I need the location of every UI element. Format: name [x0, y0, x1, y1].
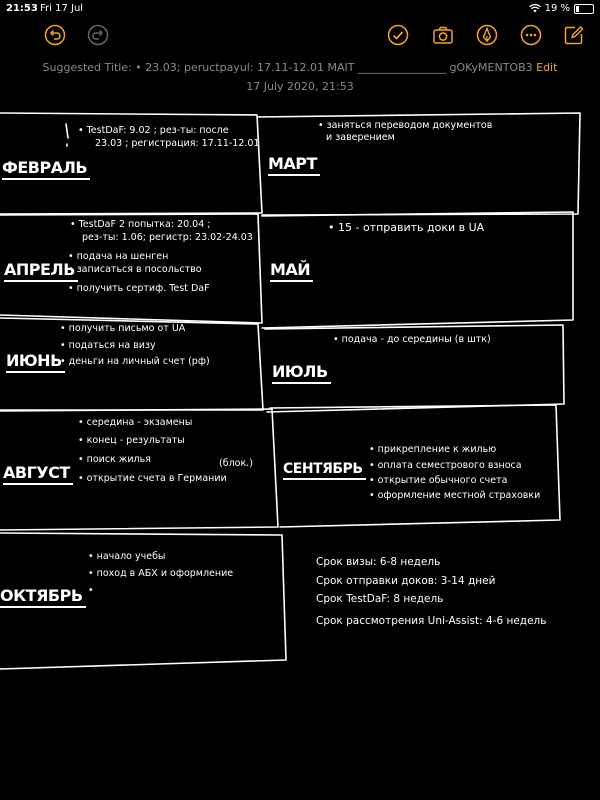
- month-june: ИЮНЬ: [6, 351, 65, 373]
- apr-line-1: • TestDaF 2 попытка: 20.04 ;: [70, 219, 211, 230]
- mar-line-2: и заверением: [326, 132, 395, 143]
- more-icon[interactable]: [520, 24, 542, 46]
- box-aug: [0, 408, 279, 531]
- note-docs-term: Срок отправки доков: 3-14 дней: [316, 575, 496, 587]
- month-september: СЕНТЯБРЬ: [283, 461, 365, 480]
- pen-icon[interactable]: [476, 24, 498, 46]
- wifi-icon: [528, 4, 541, 13]
- box-apr: [0, 213, 263, 324]
- sep-line-1: • прикрепление к жилью: [369, 444, 497, 455]
- apr-line-3: • подача на шенген: [68, 251, 169, 262]
- aug-line-5: • открытие счета в Германии: [78, 473, 227, 484]
- status-time: 21:53: [6, 3, 38, 14]
- camera-icon[interactable]: [432, 24, 454, 46]
- sep-line-3: • открытие обычного счета: [369, 475, 508, 486]
- month-april: АПРЕЛЬ: [4, 260, 78, 282]
- jun-line-3: • деньги на личный счет (рф): [60, 356, 210, 367]
- suggested-title-text: Suggested Title: • 23.03; peructpayul: 1…: [42, 61, 533, 74]
- sep-line-2: • оплата семестрового взноса: [369, 460, 522, 471]
- status-right: 19 %: [528, 3, 594, 14]
- note-visa-term: Срок визы: 6-8 недель: [316, 556, 441, 568]
- aug-line-4: (блок.): [219, 458, 253, 469]
- note-date: 17 July 2020, 21:53: [246, 80, 354, 93]
- month-october: ОКТЯБРЬ: [0, 586, 86, 608]
- redo-icon[interactable]: [87, 24, 109, 46]
- status-bar: 21:53 Fri 17 Jul 19 %: [0, 0, 600, 18]
- box-feb: [0, 112, 263, 215]
- oct-line-3: •: [88, 585, 94, 596]
- may-line-1: • 15 - отправить доки в UA: [328, 221, 485, 234]
- battery-percent: 19 %: [544, 3, 570, 14]
- jun-line-1: • получить письмо от UA: [60, 323, 186, 334]
- jun-line-2: • податься на визу: [60, 340, 156, 351]
- sep-line-4: • оформление местной страховки: [369, 490, 541, 501]
- checklist-icon[interactable]: [387, 24, 409, 46]
- battery-fill: [576, 5, 579, 12]
- box-jul: [264, 324, 565, 413]
- compose-icon[interactable]: [563, 24, 585, 46]
- aug-line-2: • конец - результаты: [78, 435, 185, 446]
- month-march: МАРТ: [268, 154, 320, 176]
- mar-line-1: • заняться переводом документов: [318, 120, 493, 131]
- oct-line-2: • поход в АБХ и оформление: [88, 568, 234, 579]
- month-august: АВГУСТ: [3, 463, 73, 485]
- month-february: ФЕВРАЛЬ: [2, 158, 91, 180]
- note-testdaf-term: Срок TestDaF: 8 недель: [316, 593, 444, 605]
- status-date: Fri 17 Jul: [40, 3, 84, 14]
- feb-exclaim: [65, 123, 69, 147]
- month-may: МАЙ: [270, 260, 314, 282]
- month-july: ИЮЛЬ: [272, 362, 331, 384]
- jul-line-1: • подача - до середины (в штк): [333, 334, 491, 345]
- box-oct: [0, 532, 287, 670]
- undo-icon[interactable]: [44, 24, 66, 46]
- battery-icon: [574, 3, 594, 14]
- apr-line-2: рез-ты: 1.06; регистр: 23.02-24.03: [82, 232, 253, 243]
- note-uniassist-term: Срок рассмотрения Uni-Assist: 4-6 недель: [316, 615, 547, 627]
- box-sep: [269, 404, 561, 528]
- aug-line-3: • поиск жилья: [78, 454, 151, 465]
- feb-line-1: • TestDaF: 9.02 ; рез-ты: после: [78, 125, 229, 136]
- aug-line-1: • середина - экзамены: [78, 417, 193, 428]
- apr-line-4: • записаться в посольство: [68, 264, 202, 275]
- oct-line-1: • начало учебы: [88, 551, 166, 562]
- box-may: [261, 211, 574, 329]
- suggested-title: Suggested Title: • 23.03; peructpayul: 1…: [0, 61, 600, 74]
- apr-line-5: • получить сертиф. Test DaF: [68, 283, 210, 294]
- feb-line-2: 23.03 ; регистрация: 17.11-12.01: [95, 138, 260, 149]
- edit-title-button[interactable]: Edit: [536, 61, 558, 74]
